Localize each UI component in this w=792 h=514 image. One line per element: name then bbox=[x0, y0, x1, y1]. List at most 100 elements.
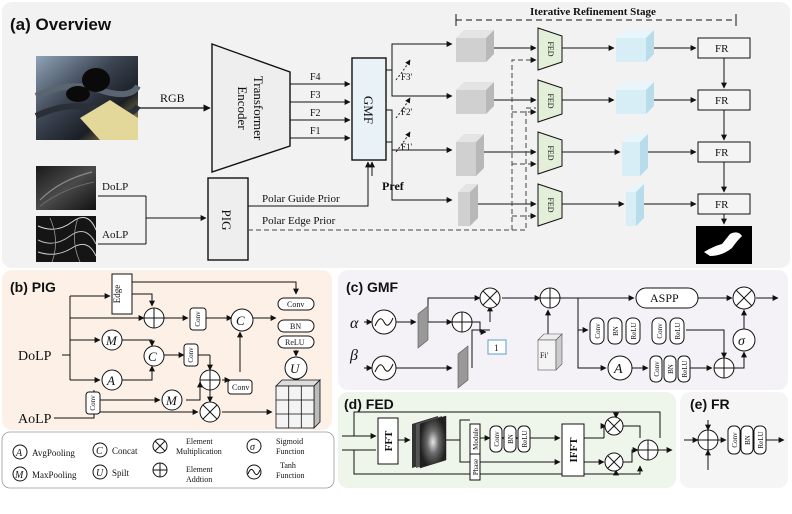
guide-prior-label: Polar Guide Prior bbox=[262, 193, 340, 205]
fr-label-4: FR bbox=[715, 199, 729, 211]
encoder-label-2: Encoder bbox=[235, 86, 250, 130]
pig-add-2 bbox=[199, 369, 221, 391]
fed-fft-block bbox=[377, 417, 399, 465]
pig-stack-relu: ReLU bbox=[285, 338, 305, 347]
fed-label-2: FED bbox=[546, 93, 555, 108]
fr-add bbox=[697, 429, 719, 451]
gmf-add-1 bbox=[451, 311, 473, 333]
pig-avgpool-node bbox=[101, 369, 123, 391]
pig-maxpool-node-2 bbox=[161, 389, 183, 411]
overview-panel bbox=[2, 2, 790, 268]
fed-stack bbox=[489, 425, 531, 453]
pig-panel-title: (b) PIG bbox=[10, 279, 56, 295]
legend-maxpool: MaxPooling bbox=[32, 470, 77, 480]
legend-mult-2: Multiplication bbox=[176, 447, 222, 456]
pig-input-arrows bbox=[98, 195, 207, 245]
legend-sigmoid-2: Function bbox=[276, 447, 304, 456]
fed-ifft-block bbox=[561, 423, 585, 477]
pig-c1-label: C bbox=[148, 349, 157, 364]
fed-phase-box bbox=[469, 453, 481, 481]
light-cubes bbox=[616, 30, 654, 226]
fr-bn-label: BN bbox=[744, 435, 752, 445]
gray-cubes bbox=[456, 30, 494, 226]
legend-sym-c: C bbox=[96, 446, 103, 457]
gmf-upper-stack bbox=[589, 317, 685, 345]
legend-add-1: Element bbox=[186, 465, 213, 474]
gmf-sigmoid-node bbox=[732, 328, 756, 352]
pig-label: PIG bbox=[219, 210, 234, 231]
encoder-label-1: Transformer bbox=[251, 76, 266, 141]
edge-prior-label: Polar Edge Prior bbox=[262, 215, 336, 227]
aolp-image bbox=[36, 216, 97, 263]
fr-stack bbox=[727, 425, 767, 455]
pig-stack-bn: BN bbox=[290, 322, 301, 331]
pig-conv-4 bbox=[227, 379, 253, 395]
gmf-up-relu: ReLU bbox=[630, 322, 638, 339]
gmf-one-box bbox=[487, 339, 507, 355]
legend-sym-u: U bbox=[96, 468, 104, 479]
pig-concat-2 bbox=[230, 308, 254, 332]
fed-add bbox=[637, 439, 659, 461]
legend-maxpool-symbol bbox=[12, 466, 28, 482]
legend-mult-symbol bbox=[152, 438, 168, 454]
pig-grid bbox=[275, 379, 321, 429]
gmf-up-relu-2: ReLU bbox=[674, 322, 682, 339]
pig-lines bbox=[54, 281, 299, 419]
legend-sym-m: M bbox=[14, 470, 24, 481]
cube-to-fr-arrows bbox=[644, 45, 697, 207]
pig-block bbox=[207, 177, 249, 261]
rgb-label: RGB bbox=[160, 91, 185, 105]
refined-f2: F2' bbox=[401, 107, 413, 117]
gmf-aspp-label: ASPP bbox=[650, 291, 679, 305]
legend-sym-a: A bbox=[15, 448, 23, 459]
pig-add-1 bbox=[143, 307, 165, 329]
pig-maxpool-node bbox=[101, 329, 123, 351]
dolp-label: DoLP bbox=[102, 181, 128, 193]
legend-avgpool: AvgPooling bbox=[32, 448, 75, 458]
legend-sigmoid-symbol bbox=[246, 438, 262, 454]
fed-module-label: Module bbox=[472, 428, 480, 450]
legend-split: Spilt bbox=[112, 468, 130, 478]
gmf-lower-stack bbox=[649, 355, 691, 383]
gmf-avgpool-node bbox=[607, 355, 633, 381]
fr-conv-label: Conv bbox=[731, 432, 739, 448]
gmf-plane-2 bbox=[457, 345, 469, 389]
fr-label-2: FR bbox=[715, 95, 729, 107]
fed-label-1: FED bbox=[546, 41, 555, 56]
feature-arrows bbox=[290, 81, 351, 141]
gmf-up-conv-1: Conv bbox=[594, 323, 602, 339]
pig-conv-1 bbox=[189, 307, 207, 331]
pig-c2-label: C bbox=[236, 313, 245, 328]
pig-dolp-label: DoLP bbox=[18, 349, 52, 364]
fed-bn-label: BN bbox=[507, 434, 515, 444]
pig-m2-label: M bbox=[165, 393, 178, 408]
pig-u-label: U bbox=[290, 361, 301, 376]
fed-panel-title: (d) FED bbox=[344, 396, 394, 412]
pig-mult bbox=[199, 401, 221, 423]
fr-label-3: FR bbox=[715, 147, 729, 159]
gmf-low-bn: BN bbox=[667, 364, 675, 374]
legend-mult-1: Element bbox=[186, 437, 213, 446]
fed-relu-label: ReLU bbox=[521, 430, 529, 447]
feature-f1: F1 bbox=[310, 126, 321, 137]
prior-arrows bbox=[248, 57, 537, 231]
gmf-up-conv-2: Conv bbox=[656, 323, 664, 339]
refined-f1: F1' bbox=[401, 142, 413, 152]
gmf-panel-title: (c) GMF bbox=[346, 279, 399, 295]
legend-avgpool-symbol bbox=[12, 444, 28, 460]
gmf-add-2 bbox=[539, 287, 561, 309]
legend-tanh-1: Tanh bbox=[280, 461, 296, 470]
pig-aolp-label: AoLP bbox=[18, 412, 52, 427]
gmf-mult-2 bbox=[732, 286, 756, 310]
gmf-add-3 bbox=[713, 357, 735, 379]
legend-concat: Concat bbox=[112, 446, 138, 456]
gmf-low-conv: Conv bbox=[653, 361, 661, 377]
pig-concat-1 bbox=[143, 345, 165, 367]
gmf-tanh-2 bbox=[371, 355, 397, 381]
fr-blocks bbox=[697, 37, 751, 215]
pig-conv-2 bbox=[183, 343, 199, 367]
pig-conv-stack bbox=[277, 297, 315, 349]
fed-lines bbox=[342, 411, 673, 476]
fed-fft-label: FFT bbox=[383, 430, 395, 451]
